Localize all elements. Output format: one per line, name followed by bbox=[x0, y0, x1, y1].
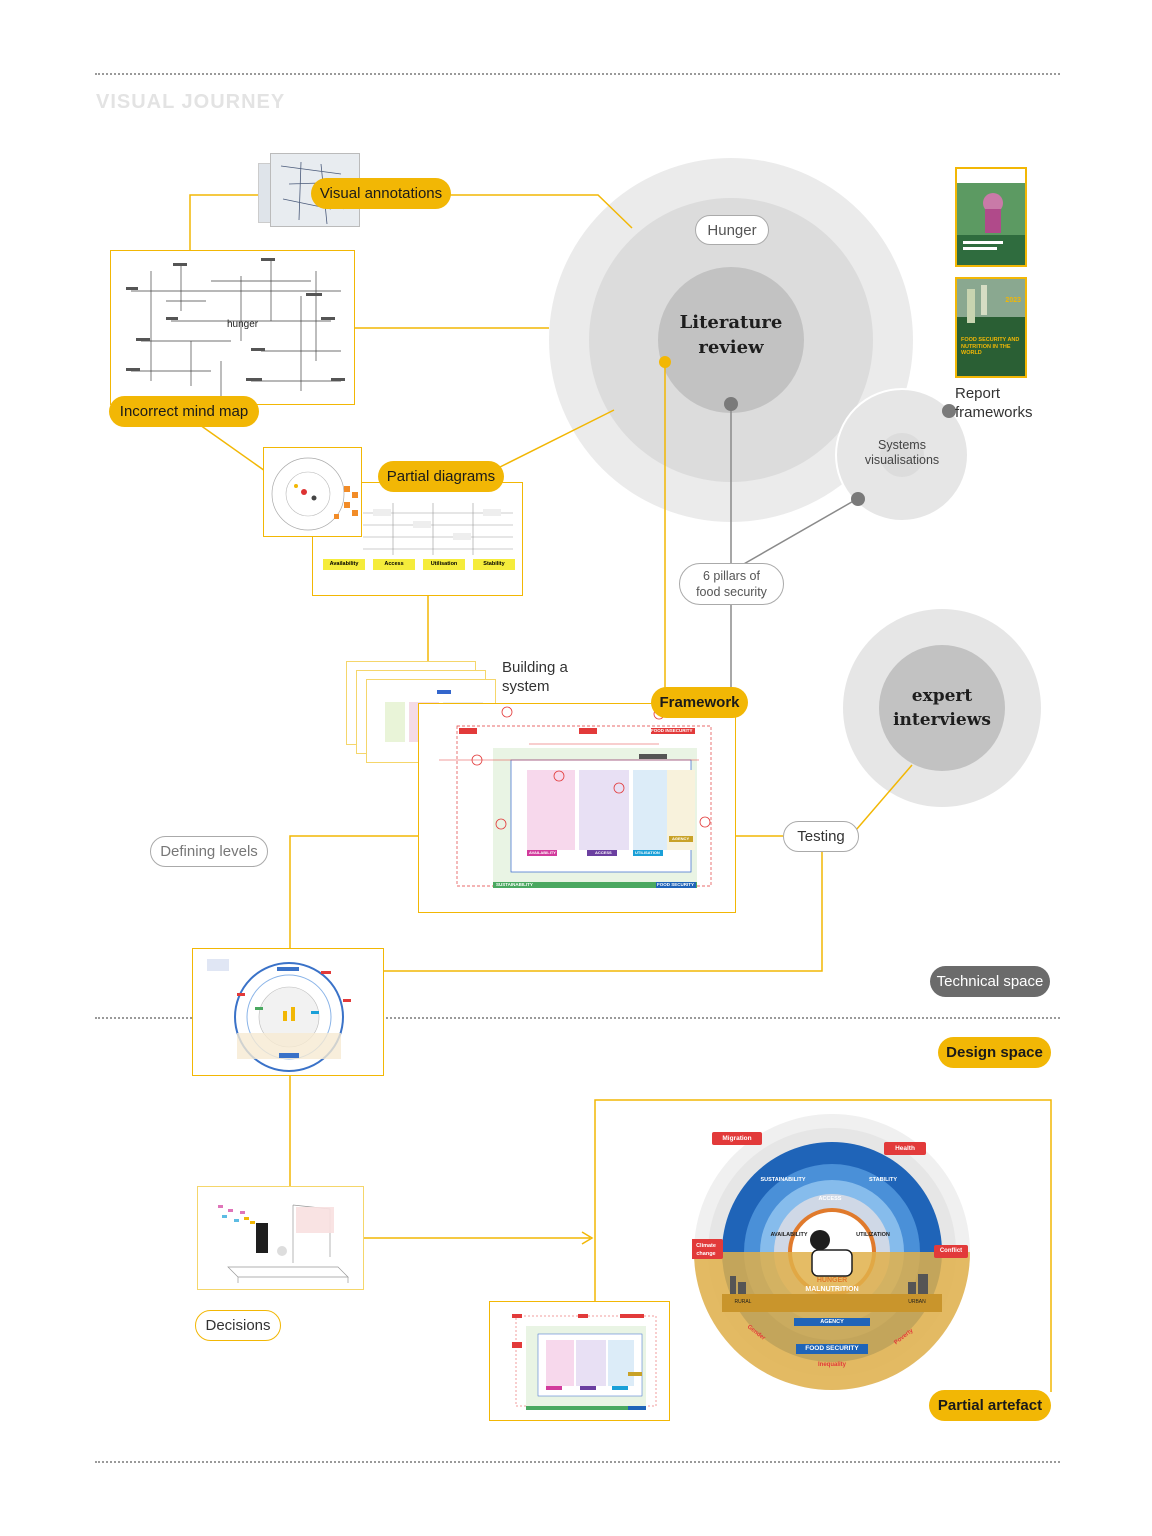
fw-sustainability: SUSTAINABILITY bbox=[496, 882, 533, 887]
bottom-divider bbox=[95, 1461, 1060, 1463]
mind-map-thumbnail[interactable]: hunger bbox=[110, 250, 355, 405]
tag-health: Health bbox=[895, 1145, 915, 1152]
six-pillars-pill[interactable]: 6 pillars of food security bbox=[679, 563, 784, 605]
hunger-pill[interactable]: Hunger bbox=[695, 215, 769, 245]
framework-dot bbox=[659, 356, 671, 368]
tag-migration-bg bbox=[712, 1132, 762, 1145]
link-systems-pillars bbox=[741, 498, 858, 566]
expert-inner-circle bbox=[879, 645, 1005, 771]
partial-artefact-pill[interactable]: Partial artefact bbox=[929, 1390, 1051, 1421]
report-cover-title: FOOD SECURITY AND NUTRITION IN THE WORLD bbox=[961, 337, 1020, 356]
fw-access: ACCESS bbox=[595, 850, 612, 855]
space-divider bbox=[95, 1017, 1060, 1019]
ring-stability: STABILITY bbox=[868, 1177, 897, 1183]
link-annotations-literature bbox=[450, 194, 633, 229]
report-frameworks-label[interactable]: Report frameworks bbox=[955, 384, 1050, 422]
wheel-person-head bbox=[810, 1230, 830, 1250]
wheel-rural: RURAL bbox=[734, 1299, 752, 1305]
wheel-inequality: Inequality bbox=[817, 1362, 846, 1368]
expert-interviews-label[interactable]: expert interviews bbox=[893, 686, 991, 730]
wheel-malnutrition: MALNUTRITION bbox=[805, 1286, 859, 1293]
artefact-wheel[interactable] bbox=[692, 1112, 972, 1392]
framework-thumbnail[interactable]: FOOD INSECURITY SUSTAINABILITY FOOD SECU… bbox=[418, 703, 736, 913]
decisions-thumbnail[interactable] bbox=[197, 1186, 364, 1290]
tag-stability: Stability bbox=[473, 559, 515, 570]
tag-climate-bg bbox=[692, 1239, 723, 1259]
design-space-pill[interactable]: Design space bbox=[938, 1037, 1051, 1068]
systems-visualisations-label[interactable]: Systems visualisations bbox=[864, 438, 940, 467]
report-cover-year: 2023 bbox=[1005, 297, 1021, 304]
link-testing-expert bbox=[855, 764, 913, 831]
literature-dot bbox=[724, 397, 738, 411]
partial-diagram-circle[interactable] bbox=[263, 447, 362, 537]
link-partial-literature bbox=[499, 409, 615, 468]
report-cover-b[interactable]: 2023 FOOD SECURITY AND NUTRITION IN THE … bbox=[955, 277, 1027, 378]
fw-utilisation: UTILISATION bbox=[635, 850, 660, 855]
building-system-text: Building a system bbox=[502, 659, 568, 695]
testing-pill[interactable]: Testing bbox=[783, 821, 859, 852]
wheel-land-band bbox=[722, 1294, 942, 1312]
ring-agency: AGENCY bbox=[820, 1319, 844, 1325]
literature-inner-circle bbox=[658, 267, 804, 413]
link-testing-levels bbox=[384, 852, 823, 972]
report-dot bbox=[942, 404, 956, 418]
artefact-frame bbox=[594, 1099, 1052, 1392]
building-system-label: Building a system bbox=[502, 658, 592, 696]
wheel-urban: URBAN bbox=[908, 1299, 926, 1305]
top-divider bbox=[95, 73, 1060, 75]
ring-utilization: UTILIZATION bbox=[856, 1232, 890, 1238]
technical-space-pill[interactable]: Technical space bbox=[930, 966, 1050, 997]
wheel-person-body bbox=[811, 1249, 853, 1277]
tag-availability: Availability bbox=[323, 559, 365, 570]
link-mindmap-partial bbox=[199, 424, 276, 479]
wheel-hunger: HUNGER bbox=[816, 1277, 848, 1284]
tag-climate-change: Climate change bbox=[696, 1243, 716, 1257]
mind-map-center-label: hunger bbox=[227, 319, 259, 330]
page-title: VISUAL JOURNEY bbox=[96, 91, 286, 113]
tag-conflict: Conflict bbox=[939, 1248, 963, 1254]
tag-utilisation: Utilisation bbox=[423, 559, 465, 570]
tag-conflict-bg bbox=[934, 1245, 968, 1258]
wheel-food-security: FOOD SECURITY bbox=[805, 1345, 859, 1352]
literature-review-label[interactable]: Literature review bbox=[679, 312, 783, 358]
report-frameworks-text: Report frameworks bbox=[955, 385, 1033, 421]
visual-annotations-pill[interactable]: Visual annotations bbox=[311, 178, 451, 209]
framework-small-thumbnail[interactable] bbox=[489, 1301, 670, 1421]
tag-migration: Migration bbox=[722, 1135, 752, 1142]
fw-agency: AGENCY bbox=[672, 836, 690, 841]
decisions-pill[interactable]: Decisions bbox=[195, 1310, 281, 1341]
wheel-food-security-band bbox=[796, 1344, 868, 1354]
report-cover-a[interactable] bbox=[955, 167, 1027, 267]
fw-availability: AVAILABILITY bbox=[529, 850, 556, 855]
systems-inner-circle bbox=[880, 433, 924, 477]
fw-food-insecurity: FOOD INSECURITY bbox=[651, 728, 693, 733]
arrow-head bbox=[581, 1231, 594, 1245]
ring-access: ACCESS bbox=[818, 1196, 842, 1202]
ring-sustainability: SUSTAINABILITY bbox=[760, 1177, 806, 1183]
incorrect-mind-map-pill[interactable]: Incorrect mind map bbox=[109, 396, 259, 427]
defining-levels-pill[interactable]: Defining levels bbox=[150, 836, 268, 867]
framework-pill[interactable]: Framework bbox=[651, 687, 748, 718]
tag-access: Access bbox=[373, 559, 415, 570]
partial-diagrams-pill[interactable]: Partial diagrams bbox=[378, 461, 504, 492]
wheel-agency-band bbox=[794, 1318, 870, 1326]
levels-thumbnail[interactable] bbox=[192, 948, 384, 1076]
ring-availability: AVAILABILITY bbox=[770, 1232, 808, 1238]
link-framework-levels bbox=[289, 835, 418, 948]
systems-dot bbox=[851, 492, 865, 506]
tag-health-bg bbox=[884, 1142, 926, 1155]
fw-food-security: FOOD SECURITY bbox=[657, 882, 695, 887]
link-mindmap-annotations bbox=[189, 194, 262, 250]
